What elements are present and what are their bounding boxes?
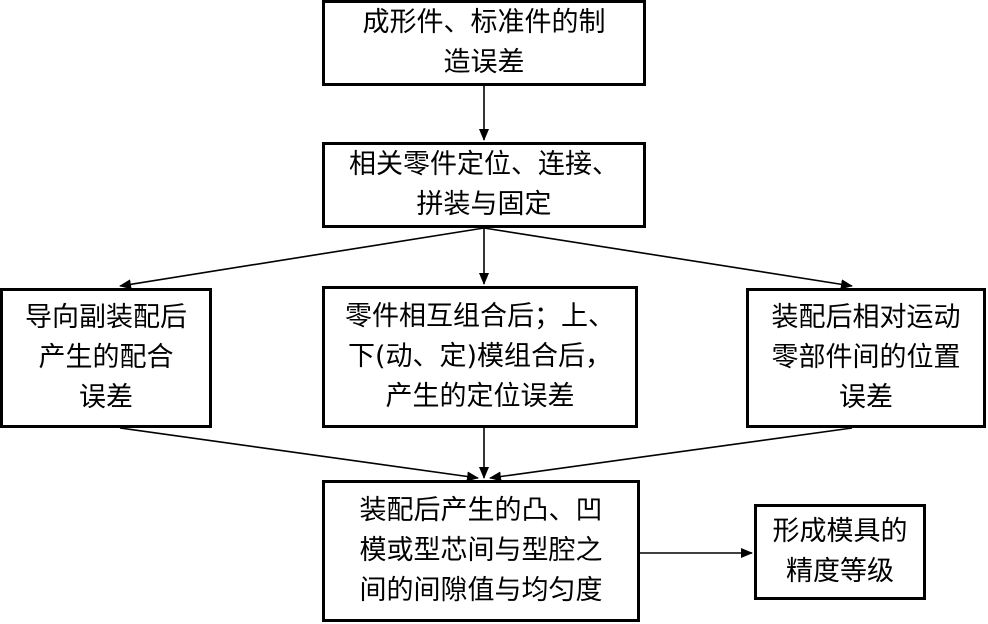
node-line: 相关零件定位、连接、 — [349, 149, 619, 180]
node-line: 装配后相对运动 — [771, 302, 961, 333]
node-line: 模或型芯间与型腔之 — [359, 535, 603, 566]
node-manufacturing-error: 成形件、标准件的制 造误差 — [322, 0, 646, 86]
edge-guide-fit-to-clearance — [119, 427, 479, 482]
node-line: 导向副装配后 — [25, 302, 187, 333]
edge-positioning-to-guide-fit — [119, 227, 485, 290]
edge-positioning-to-moving-parts — [483, 227, 853, 290]
node-line: 成形件、标准件的制 — [362, 7, 606, 38]
node-line: 间的间隙值与均匀度 — [359, 575, 603, 606]
node-line: 误差 — [839, 382, 893, 413]
node-precision-grade: 形成模具的 精度等级 — [754, 504, 926, 600]
node-line: 产生的定位误差 — [385, 381, 575, 412]
node-line: 零部件间的位置 — [771, 342, 961, 373]
node-combination-error: 零件相互组合后；上、 下(动、定)模组合后， 产生的定位误差 — [322, 286, 638, 428]
node-line: 零件相互组合后；上、 — [345, 301, 615, 332]
node-line: 误差 — [79, 382, 133, 413]
node-guide-fit-error: 导向副装配后 产生的配合 误差 — [0, 288, 212, 428]
node-line: 产生的配合 — [38, 342, 174, 373]
node-line: 精度等级 — [786, 556, 894, 587]
node-line: 拼装与固定 — [416, 189, 552, 220]
node-moving-parts-error: 装配后相对运动 零部件间的位置 误差 — [746, 288, 986, 428]
node-line: 下(动、定)模组合后， — [347, 341, 613, 372]
node-line: 装配后产生的凸、凹 — [359, 495, 603, 526]
node-line: 形成模具的 — [772, 516, 908, 547]
node-clearance-uniformity: 装配后产生的凸、凹 模或型芯间与型腔之 间的间隙值与均匀度 — [322, 480, 640, 622]
node-line: 造误差 — [443, 47, 525, 78]
edge-moving-parts-to-clearance — [489, 427, 853, 482]
node-positioning-assembly: 相关零件定位、连接、 拼装与固定 — [322, 142, 646, 228]
